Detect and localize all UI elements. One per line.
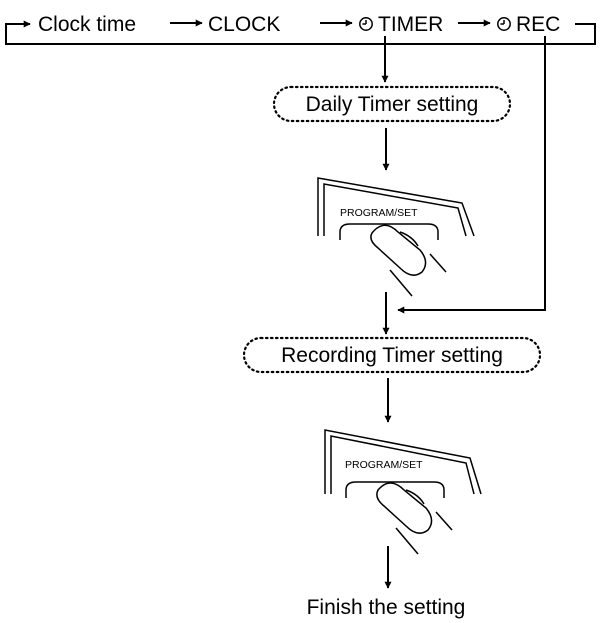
daily-timer-setting-box [272, 85, 512, 123]
recording-timer-setting-box [242, 336, 542, 374]
button-panel-inner [330, 435, 475, 495]
finish-setting-label: Finish the setting [307, 596, 466, 619]
button-panel-outline [317, 177, 475, 237]
cycle-item-clock-time: Clock time [38, 13, 136, 36]
daily-timer-setting-label: Daily Timer setting [306, 93, 479, 116]
return-bracket-left [5, 23, 26, 43]
button-key [345, 481, 445, 498]
cycle-item-clock: CLOCK [208, 13, 280, 36]
return-line [5, 23, 596, 45]
clock-icon [359, 17, 373, 31]
cycle-item-timer: TIMER [378, 13, 443, 36]
finger-icon [370, 224, 447, 297]
arrow-rec-to-recording [397, 36, 546, 314]
recording-timer-setting-label: Recording Timer setting [281, 344, 503, 367]
button-key [339, 223, 439, 240]
cycle-item-rec: REC [516, 13, 560, 36]
program-set-button-1 [317, 177, 475, 240]
program-set-button-2 [324, 429, 482, 498]
finger-icon [376, 482, 453, 555]
button-panel-outline [324, 429, 482, 495]
button-panel-inner [323, 183, 467, 237]
clock-icon [497, 17, 511, 31]
program-set-label-2: PROGRAM/SET [345, 459, 423, 471]
mode-cycle [5, 19, 596, 45]
program-set-label-1: PROGRAM/SET [340, 207, 418, 219]
